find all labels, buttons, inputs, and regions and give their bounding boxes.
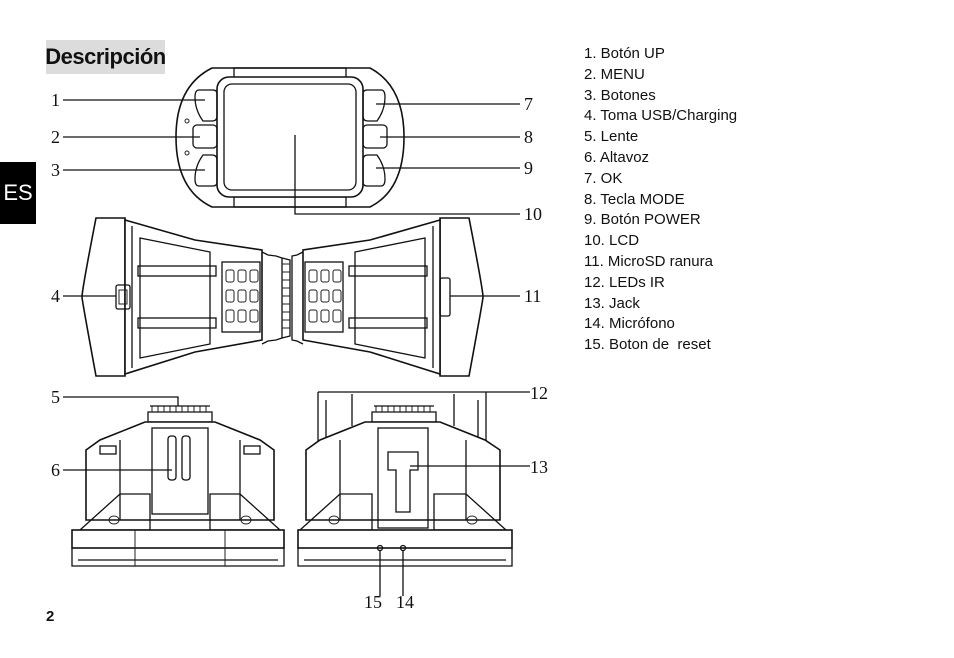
callout-7: 7	[524, 94, 533, 114]
callout-6: 6	[51, 460, 60, 480]
front-callouts	[63, 99, 520, 215]
parts-list-item: 7. OK	[584, 169, 623, 187]
callout-labels: 1 2 3 4 5 6 7 8 9 10 11 12 13 14 15	[51, 90, 548, 612]
right-side-view	[291, 217, 520, 377]
callout-2: 2	[51, 127, 60, 147]
parts-list-item: 6. Altavoz	[584, 148, 650, 166]
callout-13: 13	[530, 457, 548, 477]
callout-4: 4	[51, 286, 60, 306]
left-side-view	[63, 217, 291, 377]
callout-11: 11	[524, 286, 541, 306]
parts-list-item: 9. Botón POWER	[584, 211, 701, 229]
callout-15: 15	[364, 592, 382, 612]
callout-1: 1	[51, 90, 60, 110]
section-title: Descripción	[45, 44, 166, 69]
callout-8: 8	[524, 127, 533, 147]
parts-list-item: 15. Boton de reset	[584, 336, 711, 354]
parts-list-item: 10. LCD	[584, 232, 640, 250]
section-title-box: Descripción	[45, 40, 166, 74]
front-view	[175, 67, 405, 208]
callout-5: 5	[51, 387, 60, 407]
parts-list-item: 5. Lente	[584, 128, 639, 146]
parts-list-item: 12. LEDs IR	[584, 273, 665, 291]
callout-12: 12	[530, 383, 548, 403]
language-tab-label: ES	[3, 180, 33, 205]
back-view-left	[63, 396, 285, 567]
parts-list-item: 13. Jack	[584, 294, 640, 312]
callout-3: 3	[51, 160, 60, 180]
parts-list-item: 14. Micrófono	[584, 315, 675, 333]
back-view-right	[297, 391, 530, 596]
parts-list-item: 11. MicroSD ranura	[584, 252, 713, 270]
parts-list: 1. Botón UP 2. MENU 3. Botones 4. Toma U…	[584, 44, 737, 356]
callout-14: 14	[396, 592, 414, 612]
parts-list-item: 3. Botones	[584, 86, 656, 104]
parts-list-item: 1. Botón UP	[584, 45, 665, 62]
parts-list-item: 4. Toma USB/Charging	[584, 107, 738, 125]
parts-list-item: 8. Tecla MODE	[584, 190, 685, 208]
language-tab: ES	[0, 162, 36, 224]
parts-list-item: 2. MENU	[584, 65, 645, 83]
callout-10: 10	[524, 204, 542, 224]
callout-9: 9	[524, 158, 533, 178]
page-number: 2	[46, 608, 55, 625]
